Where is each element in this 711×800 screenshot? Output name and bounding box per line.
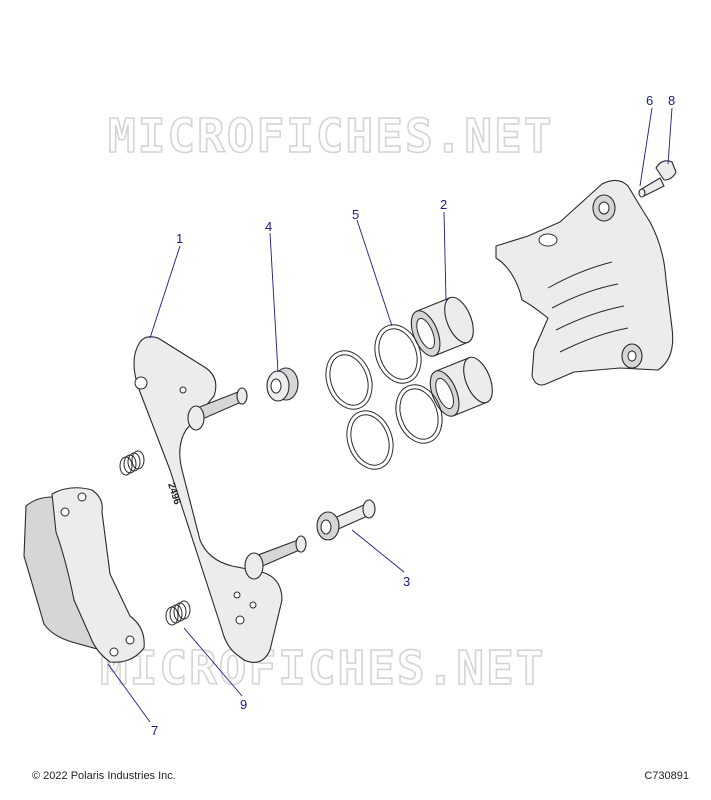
callout-3: 3	[403, 574, 410, 589]
caliper-pistons	[410, 296, 493, 417]
slide-pin-bolt	[316, 499, 376, 541]
callout-2: 2	[440, 197, 447, 212]
pad-springs	[119, 450, 191, 626]
bleeder-valve	[638, 177, 665, 198]
pin-boot	[266, 367, 299, 402]
bleeder-cap	[655, 160, 677, 181]
callout-4: 4	[265, 219, 272, 234]
callout-6: 6	[646, 93, 653, 108]
callout-7: 7	[151, 723, 158, 738]
caliper-housing	[495, 179, 674, 386]
callout-8: 8	[668, 93, 675, 108]
leader-lines	[107, 107, 673, 723]
brake-pad	[23, 487, 145, 663]
copyright-notice: © 2022 Polaris Industries Inc.	[32, 770, 176, 782]
callout-1: 1	[176, 231, 183, 246]
caliper-bracket: 2496	[133, 336, 307, 663]
callout-5: 5	[352, 207, 359, 222]
drawing-number: C730891	[644, 770, 689, 782]
piston-seals	[325, 324, 443, 470]
watermark-top: MICROFICHES.NET	[108, 109, 553, 163]
watermark-bottom: MICROFICHES.NET	[100, 641, 545, 695]
callout-9: 9	[240, 697, 247, 712]
